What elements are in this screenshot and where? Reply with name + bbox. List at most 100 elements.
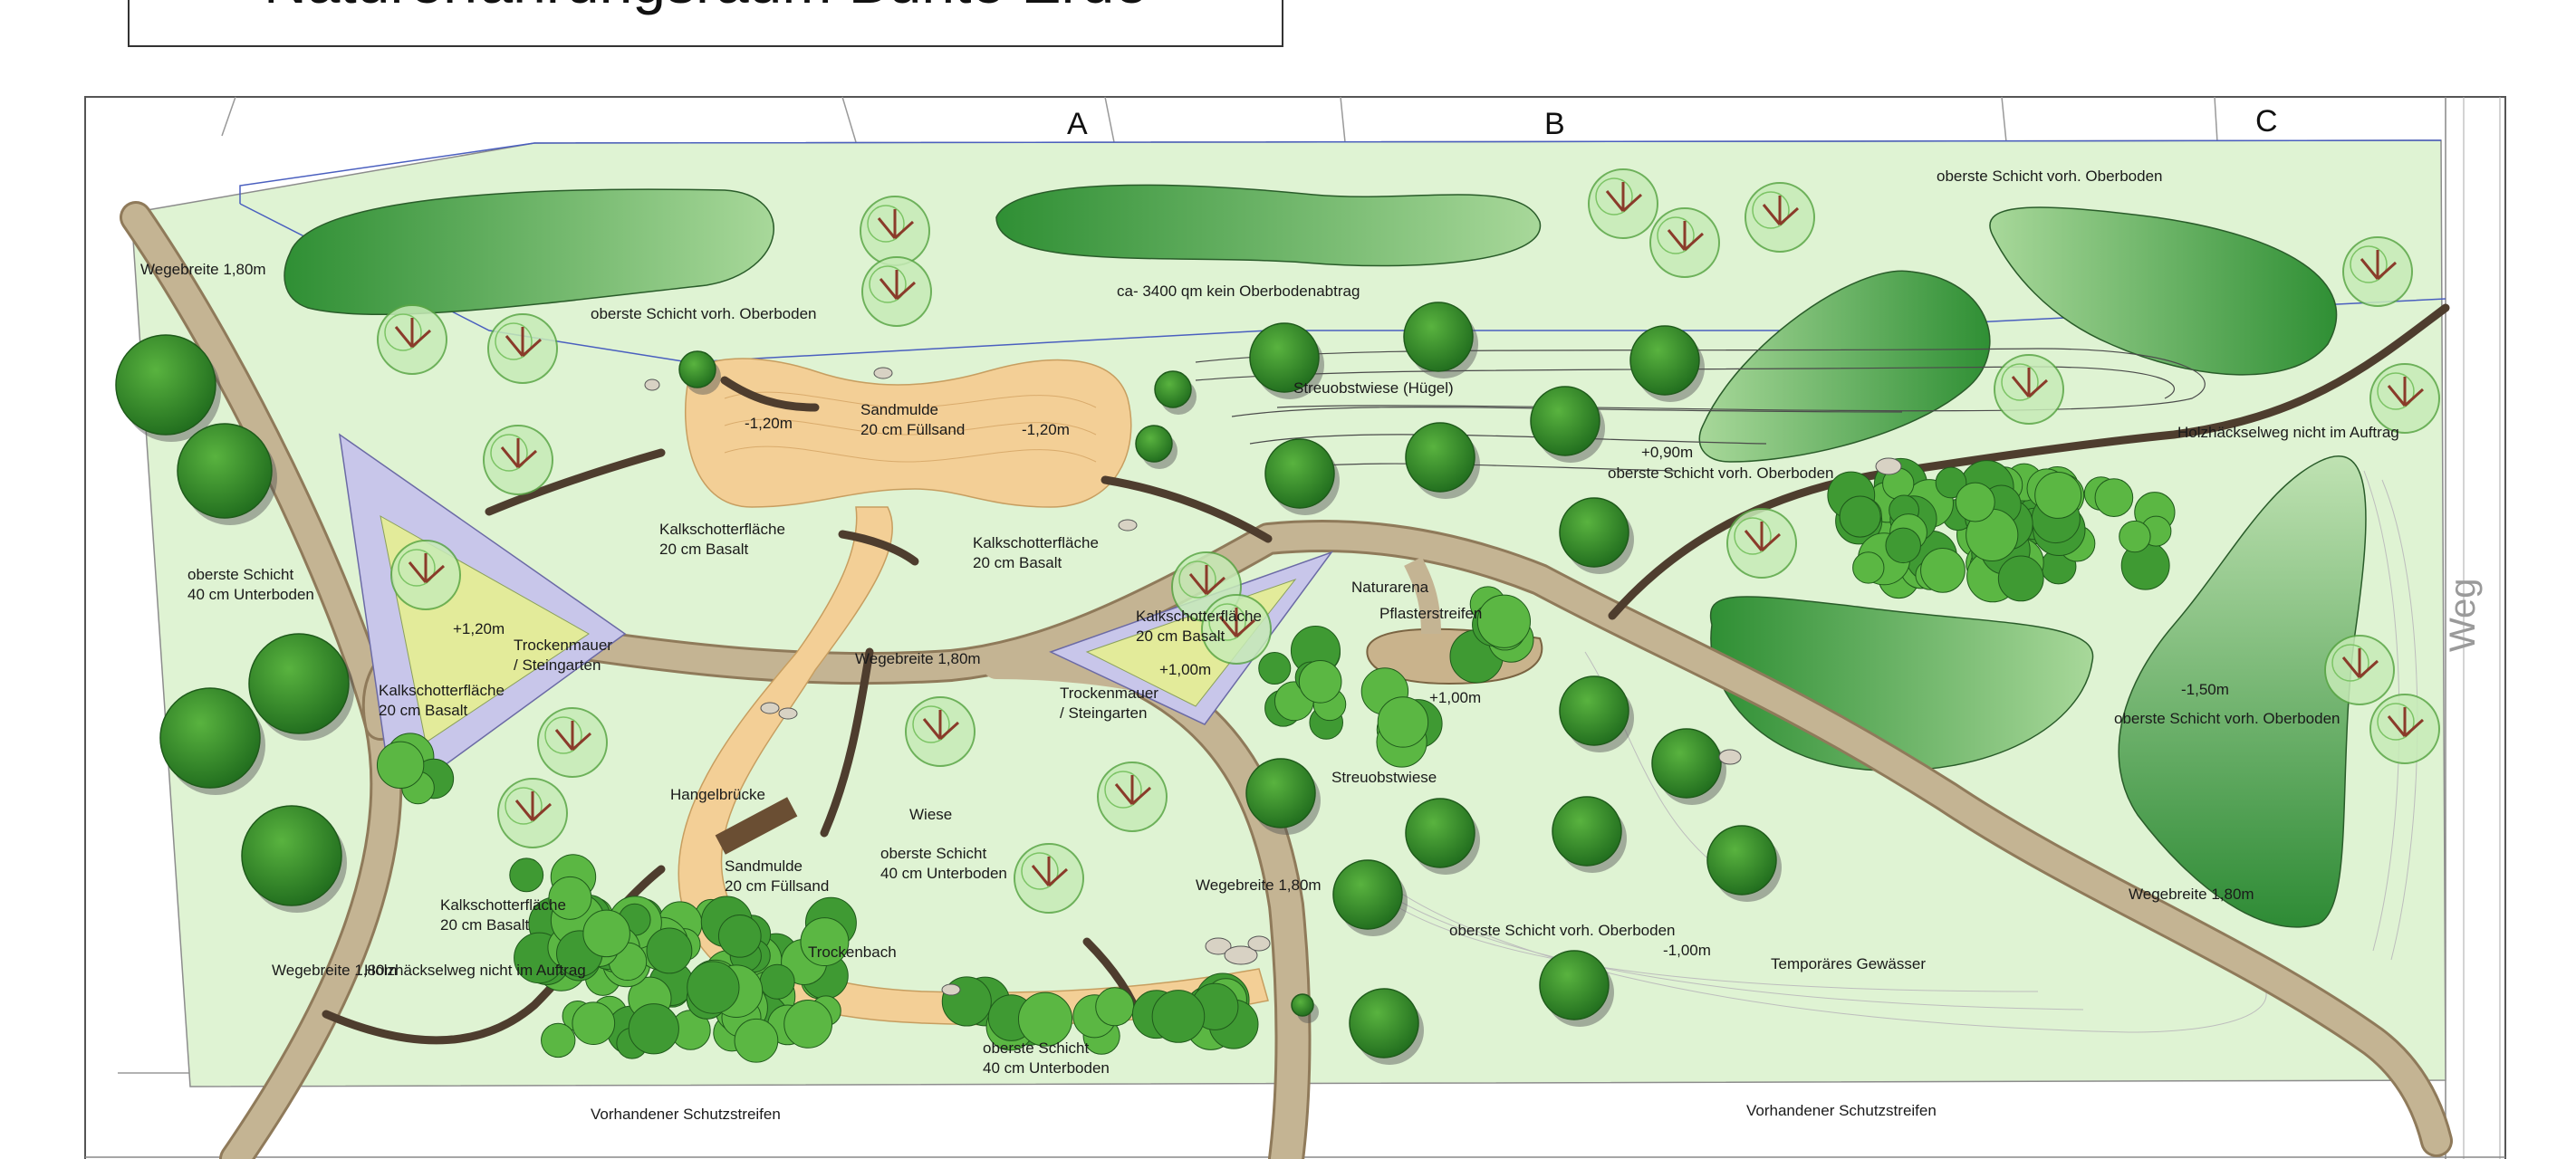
rock-garden-label: / Steingarten	[1060, 704, 1147, 722]
boundary-line	[239, 139, 2442, 204]
fruit-tree-crown	[544, 716, 582, 754]
sand-pit	[684, 358, 1132, 508]
fruit-tree-crown	[1595, 177, 1633, 216]
fruit-tree-branches	[2387, 377, 2425, 407]
bridge-label: Hangelbrücke	[670, 786, 765, 803]
height-label: +1,00m	[1159, 661, 1211, 678]
shrub	[783, 999, 833, 1049]
fruit-tree-branches	[394, 318, 432, 349]
fruit-tree-crown	[1657, 216, 1695, 254]
street-label: Weg	[2443, 578, 2483, 652]
tree-group	[115, 302, 1782, 1065]
gravel-label: 20 cm Basalt	[659, 541, 749, 558]
shrub	[1955, 482, 1995, 522]
sand-pit-label: Sandmulde	[725, 857, 803, 875]
tree	[1706, 825, 1777, 896]
shrub	[717, 914, 762, 958]
fruit-tree-branches	[1218, 608, 1256, 638]
shrub	[572, 1001, 616, 1046]
earth-mound	[1698, 270, 1991, 463]
depth-label: -1,20m	[1022, 421, 1070, 438]
tree	[1332, 859, 1403, 930]
tree	[678, 350, 716, 388]
woodchip-label: Holzhäckselweg nicht im Auftrag	[364, 962, 586, 979]
fruit-tree-branches	[1031, 857, 1069, 887]
earth-mound	[995, 184, 1541, 267]
sand-contours	[724, 391, 1097, 463]
shrub-group	[376, 457, 2176, 1063]
gravel-label: 20 cm Basalt	[973, 554, 1062, 571]
orchard-label: Streuobstwiese (Hügel)	[1293, 379, 1454, 397]
subsoil-label: 40 cm Unterboden	[187, 586, 314, 603]
path-width-label: Wegebreite 1,80m	[2129, 886, 2254, 903]
tree	[1264, 438, 1335, 509]
pond-label: Temporäres Gewässer	[1771, 955, 1926, 972]
tree	[1291, 993, 1314, 1017]
path-width-label: Wegebreite 1,80m	[140, 261, 266, 278]
topsoil-label: oberste Schicht vorh. Oberboden	[1449, 922, 1675, 939]
sand-pit-label: 20 cm Füllsand	[860, 421, 965, 438]
gravel-label: Kalkschotterfläche	[379, 682, 505, 699]
gravel-label: Kalkschotterfläche	[440, 896, 566, 914]
section-marker-a: A	[1067, 107, 1088, 141]
shrub	[1377, 696, 1429, 748]
plan-labels: Wegebreite 1,80m oberste Schicht vorh. O…	[140, 168, 2399, 1123]
fruit-tree-branches	[879, 270, 917, 301]
arena-label: Naturarena	[1351, 579, 1429, 596]
tree	[159, 687, 261, 789]
gravel-label: Kalkschotterfläche	[973, 534, 1099, 551]
fruit-tree-crown	[2001, 363, 2039, 401]
rope-bridge	[715, 797, 798, 855]
fruit-tree-branches	[505, 327, 543, 358]
fruit-tree-branches	[2011, 368, 2049, 398]
orchard-label: Streuobstwiese	[1331, 769, 1437, 786]
paving-label: Pflasterstreifen	[1379, 605, 1482, 622]
shrub	[376, 741, 425, 790]
topsoil-label: oberste Schicht vorh. Oberboden	[1937, 168, 2162, 185]
tree	[248, 633, 350, 734]
depth-label: -1,50m	[2181, 681, 2229, 698]
topsoil-label: oberste Schicht vorh. Oberboden	[1608, 465, 1833, 482]
fruit-tree-crown	[1104, 771, 1142, 809]
section-marker-b: B	[1544, 107, 1565, 141]
tree	[1552, 796, 1622, 867]
tree	[1403, 302, 1474, 372]
shrub	[734, 1018, 779, 1063]
fruit-tree-crown	[398, 549, 436, 587]
height-label: +0,90m	[1641, 444, 1693, 461]
fruit-tree-crown	[1734, 517, 1772, 555]
fruit-tree-branches	[1762, 196, 1800, 226]
fruit-tree-crown	[1021, 852, 1059, 890]
tree	[1135, 425, 1173, 463]
shrub	[1885, 527, 1921, 564]
shrub	[646, 927, 693, 974]
fruit-tree-crown	[912, 705, 950, 743]
height-label: +1,00m	[1429, 689, 1481, 706]
shrub	[509, 857, 544, 893]
tree	[241, 805, 342, 906]
shrub	[687, 961, 740, 1014]
shrub	[2094, 478, 2134, 517]
tree	[1559, 675, 1629, 746]
tree	[177, 423, 273, 519]
section-marker-c: C	[2255, 104, 2278, 139]
earth-mound	[1989, 206, 2338, 376]
path-width-label: Wegebreite 1,80m	[1196, 876, 1322, 894]
gravel-label: 20 cm Basalt	[379, 702, 468, 719]
fruit-tree-branches	[2341, 648, 2379, 679]
fruit-tree-crown	[495, 322, 533, 360]
fruit-tree-crown	[1208, 603, 1246, 641]
fruit-tree-branches	[1605, 182, 1643, 213]
fruit-tree-branches	[1667, 221, 1705, 252]
woodchip-paths	[322, 303, 2450, 1045]
tree	[1349, 988, 1419, 1058]
contour-lines	[1358, 470, 2418, 1033]
shrub	[1997, 555, 2044, 602]
tree	[1629, 325, 1700, 396]
subsoil-label: oberste Schicht	[187, 566, 293, 583]
shrub	[548, 876, 592, 920]
meadow-label: Wiese	[909, 806, 952, 823]
shrub	[1935, 466, 1967, 499]
rock-garden-label: Trockenmauer	[514, 637, 612, 654]
